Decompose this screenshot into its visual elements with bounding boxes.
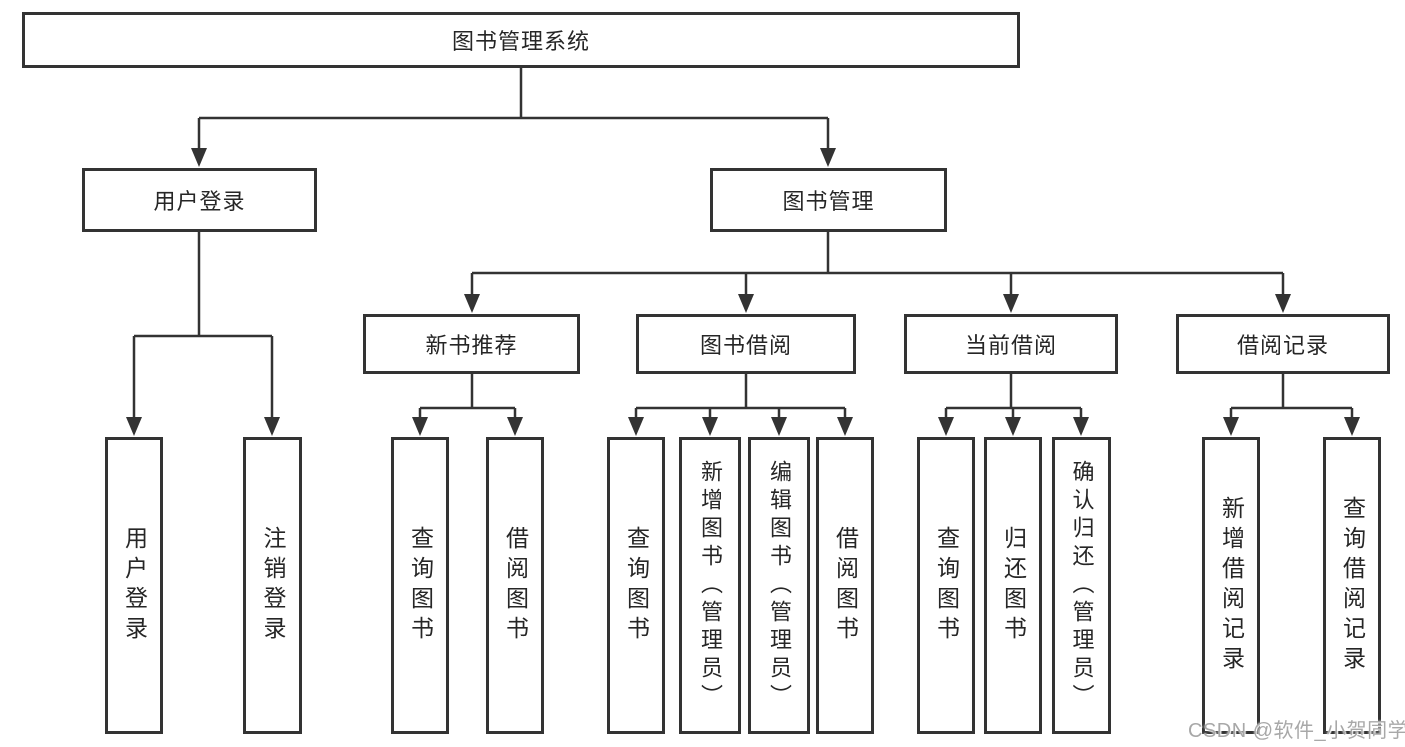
leaf-recommend-borrow-books: 借阅图书 [486, 437, 544, 734]
node-root-label: 图书管理系统 [451, 29, 590, 54]
node-current-borrowing: 当前借阅 [904, 314, 1118, 374]
node-user-login-label: 用户登录 [153, 189, 246, 214]
leaf-recommend-borrow-books-label: 借阅图书 [502, 525, 529, 646]
leaf-query-borrow-record: 查询借阅记录 [1323, 437, 1381, 734]
leaf-current-query-books-label: 查询图书 [933, 525, 960, 646]
node-book-management-label: 图书管理 [782, 189, 875, 214]
leaf-borrowing-borrow-books-label: 借阅图书 [832, 525, 859, 646]
leaf-confirm-return-admin: 确认归还（管理员） [1052, 437, 1111, 734]
node-book-borrowing: 图书借阅 [636, 314, 856, 374]
leaf-return-book: 归还图书 [984, 437, 1042, 734]
leaf-return-book-label: 归还图书 [1000, 525, 1027, 646]
node-current-borrowing-label: 当前借阅 [964, 333, 1057, 358]
leaf-borrowing-query-books-label: 查询图书 [623, 525, 650, 646]
leaf-user-login: 用户登录 [105, 437, 163, 734]
leaf-edit-book-admin: 编辑图书（管理员） [748, 437, 810, 734]
node-user-login: 用户登录 [82, 168, 317, 232]
leaf-borrowing-borrow-books: 借阅图书 [816, 437, 874, 734]
node-borrowing-records: 借阅记录 [1176, 314, 1390, 374]
leaf-user-login-label: 用户登录 [121, 525, 148, 646]
leaf-add-borrow-record-label: 新增借阅记录 [1218, 495, 1245, 676]
csdn-watermark: CSDN @软件_小贺同学 [1188, 720, 1405, 742]
node-new-book-recommend: 新书推荐 [363, 314, 580, 374]
leaf-add-borrow-record: 新增借阅记录 [1202, 437, 1260, 734]
leaf-query-borrow-record-label: 查询借阅记录 [1339, 495, 1366, 676]
leaf-recommend-query-books-label: 查询图书 [407, 525, 434, 646]
leaf-borrowing-query-books: 查询图书 [607, 437, 665, 734]
node-root-library-management-system: 图书管理系统 [22, 12, 1020, 68]
leaf-edit-book-admin-label: 编辑图书（管理员） [767, 459, 792, 712]
node-new-book-recommend-label: 新书推荐 [425, 333, 518, 358]
leaf-current-query-books: 查询图书 [917, 437, 975, 734]
leaf-add-book-admin-label: 新增图书（管理员） [698, 459, 723, 712]
leaf-add-book-admin: 新增图书（管理员） [679, 437, 741, 734]
node-book-borrowing-label: 图书借阅 [699, 333, 792, 358]
node-book-management: 图书管理 [710, 168, 947, 232]
leaf-logout-label: 注销登录 [260, 525, 286, 646]
leaf-recommend-query-books: 查询图书 [391, 437, 449, 734]
leaf-confirm-return-admin-label: 确认归还（管理员） [1069, 459, 1095, 712]
node-borrowing-records-label: 借阅记录 [1236, 333, 1329, 358]
leaf-logout: 注销登录 [243, 437, 302, 734]
